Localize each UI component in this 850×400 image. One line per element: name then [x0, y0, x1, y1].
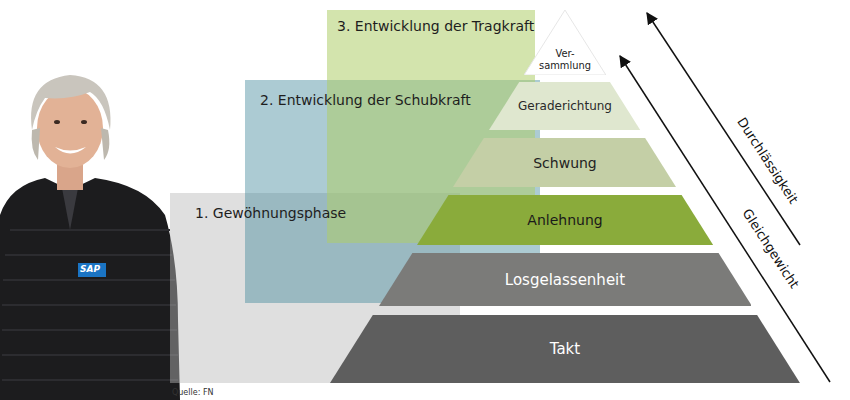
node-label: Schwung — [533, 155, 597, 171]
logo-text: SAP — [80, 264, 100, 274]
pyramid-band: Schwung — [453, 138, 676, 187]
axis-label: Gleichgewicht — [740, 205, 803, 290]
node-label: 2. Entwicklung der Schubkraft — [260, 92, 540, 108]
node-label: Geraderichtung — [518, 99, 612, 113]
node-label: Losgelassenheit — [505, 271, 625, 289]
pyramid-band: Losgelassenheit — [379, 253, 752, 306]
axis-label: Durchlässigkeit — [735, 114, 802, 206]
node-label: Anlehnung — [527, 212, 602, 228]
node-label: Ver- sammlung — [537, 48, 593, 71]
source-note: Quelle: FN — [172, 388, 213, 397]
pyramid-band: Ver- sammlung — [524, 10, 606, 75]
pyramid-band: Takt — [330, 315, 800, 383]
node-label: 1. Gewöhnungsphase — [195, 205, 460, 221]
pyramid-band: Anlehnung — [417, 195, 713, 245]
node-label: 3. Entwicklung der Tragkraft — [337, 18, 535, 34]
pyramid-band: Geraderichtung — [489, 82, 640, 130]
node-label: Takt — [550, 340, 580, 358]
